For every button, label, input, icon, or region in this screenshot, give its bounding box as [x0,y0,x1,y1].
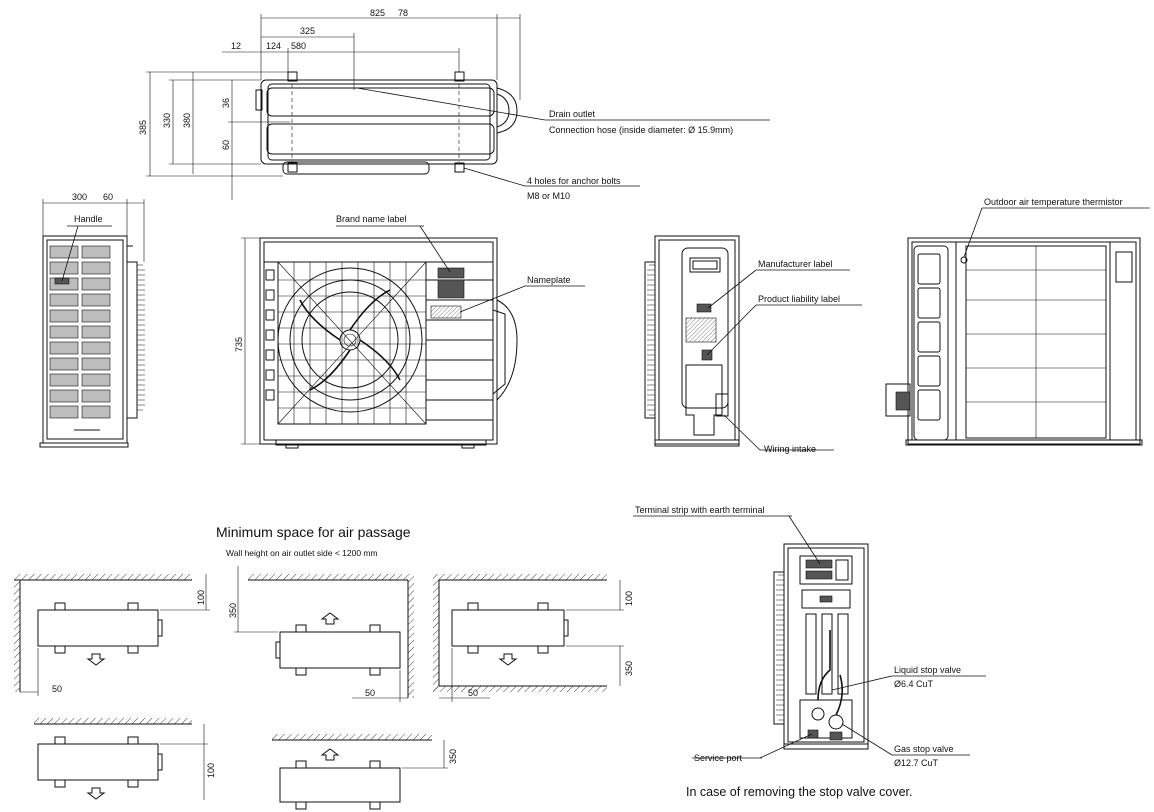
liquid-size-label: Ø6.4 CuT [894,679,934,689]
clearance-50c: 50 [468,688,478,698]
handle-label: Handle [74,214,103,224]
connection-hose-label: Connection hose (inside diameter: Ø 15.9… [549,125,733,135]
gas-size-label: Ø12.7 CuT [894,758,939,768]
brand-label-callout: Brand name label [336,214,451,273]
liquid-valve-callout: Liquid stop valve Ø6.4 CuT [831,665,986,691]
wiring-intake-callout: Wiring intake [723,414,834,454]
dim-60: 60 [221,140,231,150]
dim-330: 330 [162,113,172,128]
service-port-label: Service port [694,753,743,763]
dim-825: 825 [370,8,385,18]
right-side-view [644,235,740,447]
terminal-strip-label: Terminal strip with earth terminal [635,505,765,515]
terminal-strip-callout: Terminal strip with earth terminal [633,505,821,565]
rear-view [885,237,1143,446]
clearance-diagram-3: 100 350 50 [433,574,634,702]
clearance-title-group: Minimum space for air passage Wall heigh… [216,524,411,558]
manufacturer-label-callout: Manufacturer label [707,259,850,309]
clearance-diagram-1: 100 50 [14,574,210,696]
wiring-intake-text: Wiring intake [764,444,816,454]
dim-325: 325 [300,26,315,36]
anchor-bolts-callout: 4 holes for anchor bolts M8 or M10 [463,167,640,201]
thermistor-label: Outdoor air temperature thermistor [984,197,1123,207]
nameplate-callout: Nameplate [459,275,585,313]
left-side-view [39,235,145,448]
top-view-dimensions: 825 78 325 12 124 580 385 330 380 36 60 [138,8,521,200]
clearance-50a: 50 [52,684,62,694]
drain-outlet-label: Drain outlet [549,109,596,119]
clearance-title: Minimum space for air passage [216,524,411,540]
clearance-350a: 350 [228,603,238,618]
drain-outlet-callout: Drain outlet Connection hose (inside dia… [356,87,770,135]
front-view-dimensions: 735 [234,237,260,445]
clearance-diagram-5: 350 [272,734,458,810]
thermistor-callout: Outdoor air temperature thermistor [963,197,1150,258]
liquid-valve-label: Liquid stop valve [894,665,961,675]
dim-60b: 60 [103,192,113,202]
clearance-subtitle: Wall height on air outlet side < 1200 mm [226,548,378,558]
dim-380: 380 [182,113,192,128]
gas-valve-callout: Gas stop valve Ø12.7 CuT [841,723,970,768]
dim-735: 735 [234,337,244,352]
product-liability-callout: Product liability label [706,294,862,356]
clearance-350b: 350 [624,661,634,676]
dim-300: 300 [72,192,87,202]
clearance-50b: 50 [365,688,375,698]
dim-580: 580 [291,41,306,51]
left-side-dimensions: 300 60 [42,192,145,262]
product-liability-text: Product liability label [758,294,840,304]
top-view [255,71,518,175]
service-port-callout: Service port [692,733,813,763]
dim-385: 385 [138,120,148,135]
gas-valve-label: Gas stop valve [894,744,954,754]
clearance-350c: 350 [448,749,458,764]
brand-label-text: Brand name label [336,214,407,224]
manufacturer-label-text: Manufacturer label [758,259,833,269]
clearance-100a: 100 [196,590,206,605]
dim-12: 12 [231,41,241,51]
dim-78: 78 [398,8,408,18]
front-view [259,237,518,449]
dim-36: 36 [221,98,231,108]
nameplate-label: Nameplate [527,275,571,285]
removing-cover-note: In case of removing the stop valve cover… [686,785,913,799]
clearance-diagram-2: 350 50 [228,566,414,702]
anchor-holes-label: 4 holes for anchor bolts [527,176,621,186]
clearance-100b: 100 [624,591,634,606]
handle-callout: Handle [61,214,112,282]
anchor-size-label: M8 or M10 [527,191,570,201]
dim-124: 124 [266,41,281,51]
clearance-100c: 100 [206,763,216,778]
clearance-diagram-4: 100 [34,718,216,800]
stop-valve-view [773,543,869,750]
